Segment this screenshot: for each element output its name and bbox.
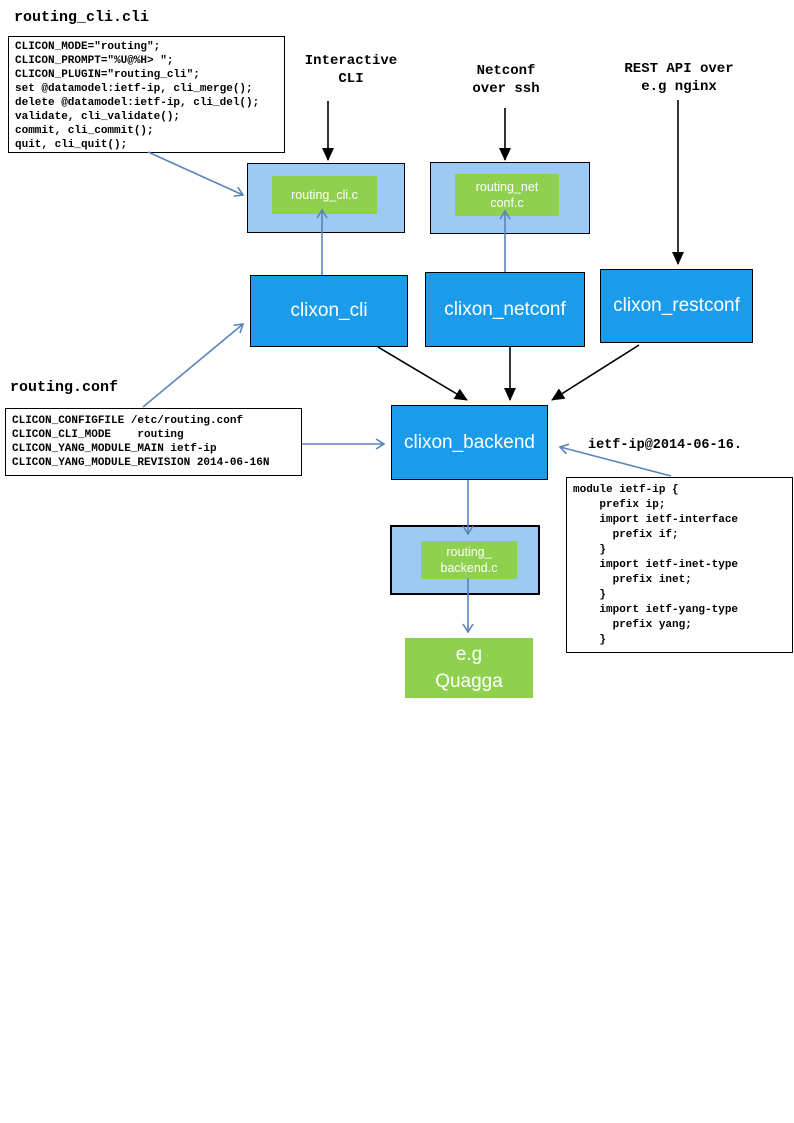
arrow-cli-to-backend (377, 346, 468, 401)
clixon-netconf-node: clixon_netconf (425, 272, 585, 347)
routing-backend-c-plugin: routing_ backend.c (421, 541, 517, 579)
interactive-cli-label: Interactive CLI (304, 53, 398, 87)
quagga-node: e.g Quagga (405, 638, 533, 698)
netconf-over-ssh-label: Netconf over ssh (472, 63, 540, 97)
routing-conf-code-box: CLICON_CONFIGFILE /etc/routing.conf CLIC… (5, 408, 302, 476)
ietf-ip-yang-file-title: ietf-ip@2014-06-16. (588, 438, 742, 453)
clixon-backend-node: clixon_backend (391, 405, 548, 480)
routing-cli-c-plugin: routing_cli.c (272, 176, 377, 214)
clixon-cli-node: clixon_cli (250, 275, 408, 347)
routing-cli-file-title: routing_cli.cli (14, 9, 150, 26)
arrow-restconf-to-backend (551, 344, 640, 401)
rest-api-label: REST API over e.g nginx (624, 61, 734, 95)
ietf-ip-yang-code-box: module ietf-ip { prefix ip; import ietf-… (566, 477, 793, 653)
arrow-cli-spec-to-plugin (147, 151, 245, 198)
routing-cli-code-box: CLICON_MODE="routing"; CLICON_PROMPT="%U… (8, 36, 285, 153)
routing-netconf-c-plugin: routing_net conf.c (455, 174, 559, 216)
routing-conf-file-title: routing.conf (10, 379, 119, 396)
arrow-conf-to-clixoncli (142, 323, 245, 408)
clixon-restconf-node: clixon_restconf (600, 269, 753, 343)
